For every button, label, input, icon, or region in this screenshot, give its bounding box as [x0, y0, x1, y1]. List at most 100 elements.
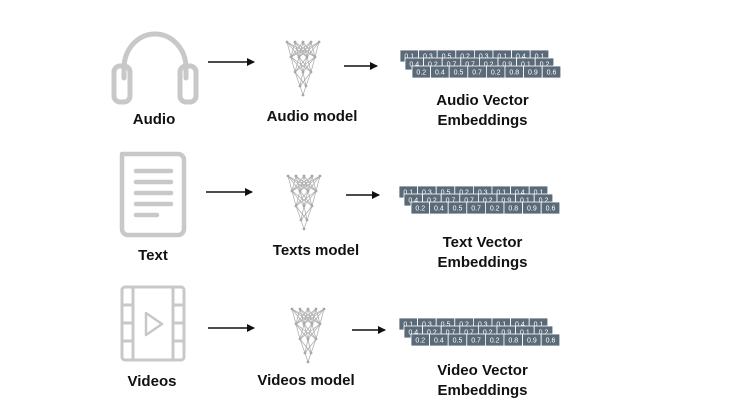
embedding-value: 0.1 [520, 329, 530, 336]
video-embeddings-label: Video Vector Embeddings [410, 361, 555, 401]
network-edge [300, 219, 305, 230]
network-edge [286, 41, 292, 58]
embedding-value: 0.2 [539, 197, 549, 204]
embedding-value: 0.4 [408, 197, 418, 204]
network-edge [314, 41, 320, 58]
embedding-value: 0.5 [441, 189, 451, 196]
embedding-value: 0.3 [479, 53, 489, 60]
embedding-value: 0.8 [508, 337, 518, 344]
embedding-value: 0.9 [527, 337, 537, 344]
network-node [293, 40, 297, 44]
network-edge [307, 323, 321, 340]
network-edge [311, 190, 317, 207]
network-edge [295, 308, 301, 325]
network-edge [294, 56, 316, 73]
network-node [293, 70, 297, 74]
embedding-value: 0.2 [415, 205, 425, 212]
network-edge [303, 205, 308, 221]
embedding-value: 0.9 [501, 197, 511, 204]
embedding-value: 0.4 [409, 61, 419, 68]
embedding-value: 0.1 [403, 189, 413, 196]
embedding-value: 0.7 [471, 337, 481, 344]
embedding-value: 0.4 [434, 205, 444, 212]
network-node [302, 174, 306, 178]
embedding-value: 0.3 [423, 53, 433, 60]
network-node [310, 322, 314, 326]
network-edge [302, 56, 316, 73]
network-node [305, 55, 309, 59]
network-edge [302, 71, 307, 87]
network-edge [315, 323, 321, 340]
network-node [299, 218, 303, 222]
embedding-value: 0.4 [515, 189, 525, 196]
embedding-value: 0.3 [478, 189, 488, 196]
embedding-value: 0.9 [501, 329, 511, 336]
network-edge [305, 71, 312, 87]
network-edge [291, 190, 297, 207]
embedding-cell [540, 201, 561, 215]
embedding-value: 0.5 [454, 69, 464, 76]
network-node [304, 84, 308, 88]
network-edge [300, 205, 313, 221]
network-edge [304, 338, 317, 354]
audio-embeddings-label: Audio Vector Embeddings [410, 91, 555, 131]
network-node [309, 70, 313, 74]
embedding-value: 0.6 [546, 205, 556, 212]
video-model-label: Videos model [257, 372, 355, 389]
network-node [290, 307, 294, 311]
network-edge [307, 352, 312, 363]
audio-embeddings-label-line2: Embeddings [437, 112, 528, 129]
embedding-value: 0.3 [478, 321, 488, 328]
network-node [306, 307, 310, 311]
network-edge [306, 205, 313, 221]
network-node [298, 189, 302, 193]
network-edge [294, 71, 307, 87]
network-node [314, 189, 318, 193]
embedding-value: 0.9 [502, 61, 512, 68]
embedding-value: 0.2 [459, 189, 469, 196]
network-edge [319, 308, 325, 325]
text-input-label: Text [138, 247, 168, 264]
network-edge [298, 41, 320, 58]
embedding-value: 0.1 [535, 53, 545, 60]
network-edge [303, 308, 325, 325]
network-edge [299, 175, 321, 192]
video-input-label: Videos [127, 373, 177, 390]
text-model-label: Texts model [272, 242, 360, 259]
network-node [302, 227, 306, 231]
network-edge [295, 205, 308, 221]
embedding-value: 0.2 [483, 329, 493, 336]
audio-embeddings-label-line1: Audio Vector [436, 92, 529, 109]
network-edge [291, 175, 297, 192]
embedding-value: 0.2 [539, 329, 549, 336]
video-embeddings-label-line2: Embeddings [437, 382, 528, 399]
network-edge [291, 308, 297, 325]
embedding-value: 0.8 [509, 69, 519, 76]
embedding-value: 0.2 [460, 53, 470, 60]
embedding-value: 0.1 [521, 61, 531, 68]
network-node [306, 337, 310, 341]
network-node [318, 174, 322, 178]
neural-network-icon [290, 307, 326, 364]
neural-network-icon [285, 40, 321, 97]
embedding-value: 0.5 [441, 321, 451, 328]
embedding-value: 0.1 [534, 189, 544, 196]
embedding-value: 0.7 [472, 69, 482, 76]
embedding-value: 0.6 [547, 69, 557, 76]
embedding-value: 0.4 [435, 69, 445, 76]
network-edge [299, 338, 312, 354]
network-node [306, 189, 310, 193]
audio-input-label: Audio [132, 111, 176, 128]
embedding-value: 0.7 [464, 329, 474, 336]
embedding-value: 0.1 [404, 53, 414, 60]
network-edge [290, 56, 296, 73]
network-node [294, 322, 298, 326]
embedding-value: 0.1 [496, 189, 506, 196]
embedding-value: 0.5 [442, 53, 452, 60]
network-edge [299, 85, 304, 96]
network-edge [290, 41, 304, 58]
